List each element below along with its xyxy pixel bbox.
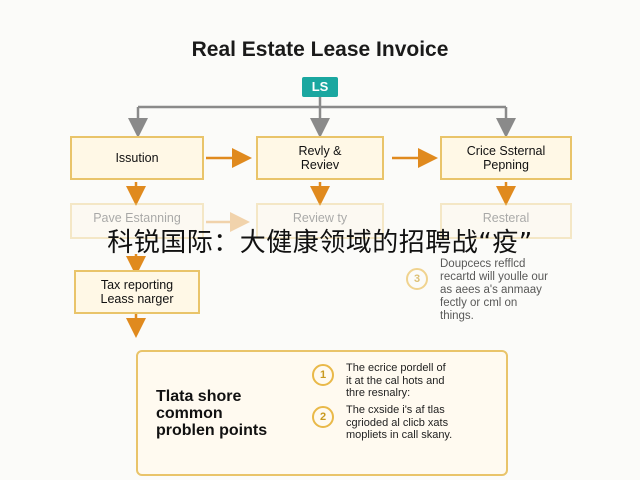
diagram-title: Real Estate Lease Invoice — [191, 38, 449, 61]
side-note: Doupcecs refflcd recartd will youlle our… — [440, 258, 549, 322]
note-number-badge: 3 — [406, 268, 428, 290]
point-number-2: 2 — [312, 406, 334, 428]
point-text-1: The ecrice pordell of it at the cal hots… — [346, 362, 446, 399]
box-resteral: Resteral — [440, 203, 572, 239]
box-pave-estanning: Pave Estanning — [70, 203, 204, 239]
box-review-ty: Review ty — [256, 203, 384, 239]
ls-badge: LS — [302, 77, 338, 97]
orange-arrows — [126, 148, 516, 338]
top-gray-connector — [128, 97, 516, 138]
point-number-1: 1 — [312, 364, 334, 386]
box-external-planning: Crice Ssternal Pepning — [440, 136, 572, 180]
overlay-headline: 科锐国际：大健康领域的招聘战“疫” — [107, 228, 533, 258]
box-tax-reporting: Tax reporting Leass narger — [74, 270, 200, 314]
point-text-2: The cxside i's af tlas cgrioded al clicb… — [346, 404, 453, 441]
box-issution: Issution — [70, 136, 204, 180]
box-review: Revly & Reviev — [256, 136, 384, 180]
panel-title: Tlata shore common problen points — [156, 388, 268, 439]
